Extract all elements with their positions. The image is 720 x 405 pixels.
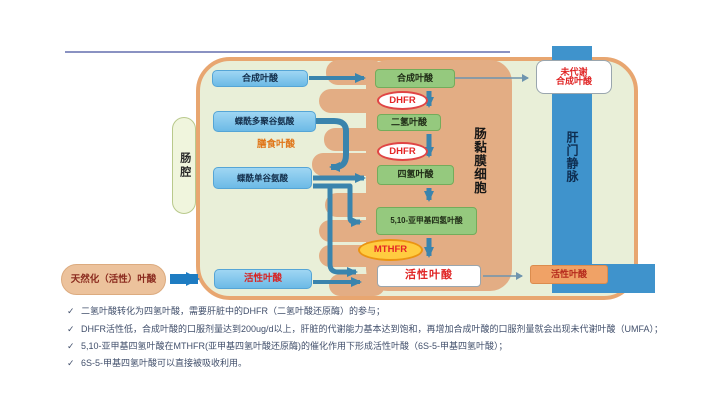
box-methylene-thf: 5,10-亚甲基四氢叶酸 (376, 207, 477, 235)
note-text-4: 6S-5-甲基四氢叶酸可以直接被吸收利用。 (81, 358, 248, 368)
check-icon: ✓ (67, 324, 75, 334)
box-pteroyl-monoglutamate: 蝶酰单谷氨酸 (213, 167, 312, 189)
mucosal-cell-label: 肠黏膜细胞 (472, 127, 486, 195)
umfa-line2: 合成叶酸 (555, 76, 592, 86)
enzyme-mthfr: MTHFR (358, 239, 423, 261)
box-lumen-active-folate: 活性叶酸 (214, 269, 312, 289)
check-icon: ✓ (67, 358, 75, 368)
enzyme-dhfr-mid: DHFR (377, 142, 428, 161)
box-tetrahydrofolate: 四氢叶酸 (377, 165, 454, 185)
header-divider (65, 51, 510, 53)
enzyme-dhfr-top: DHFR (377, 91, 428, 110)
note-text-2: DHFR活性低，合成叶酸的口服剂量达到200ug/d以上，肝脏的代谢能力基本达到… (81, 324, 664, 334)
note-line-1: ✓ 二氢叶酸转化为四氢叶酸，需要肝脏中的DHFR（二氢叶酸还原酶）的参与； (67, 304, 385, 317)
check-icon: ✓ (67, 341, 75, 351)
dietary-folate-label: 膳食叶酸 (256, 139, 295, 151)
umfa-line1: 未代谢 (560, 66, 588, 77)
note-line-2: ✓ DHFR活性低，合成叶酸的口服剂量达到200ug/d以上，肝脏的代谢能力基本达… (67, 322, 663, 335)
box-dihydrofolate: 二氢叶酸 (377, 114, 441, 131)
box-lumen-synthetic-folate: 合成叶酸 (212, 70, 308, 87)
note-line-3: ✓ 5,10-亚甲基四氢叶酸在MTHFR(亚甲基四氢叶酸还原酶)的催化作用下形成活… (67, 339, 508, 352)
note-line-4: ✓ 6S-5-甲基四氢叶酸可以直接被吸收利用。 (67, 356, 247, 369)
box-cell-synthetic-folate: 合成叶酸 (375, 69, 455, 88)
natural-active-folate-pill: 天然化（活性）叶酸 (61, 264, 166, 295)
box-pteroyl-polyglutamate: 蝶酰多聚谷氨酸 (213, 111, 316, 132)
box-umfa: 未代谢 合成叶酸 (536, 60, 612, 94)
note-text-3: 5,10-亚甲基四氢叶酸在MTHFR(亚甲基四氢叶酸还原酶)的催化作用下形成活性… (81, 341, 508, 351)
check-icon: ✓ (67, 306, 75, 316)
portal-vein-label: 肝门静脉 (565, 131, 579, 183)
box-cell-active-folate: 活性叶酸 (377, 265, 481, 287)
box-output-active-folate: 活性叶酸 (530, 265, 608, 284)
note-text-1: 二氢叶酸转化为四氢叶酸，需要肝脏中的DHFR（二氢叶酸还原酶）的参与； (81, 306, 385, 316)
lumen-pill-label: 肠腔 (172, 117, 196, 214)
